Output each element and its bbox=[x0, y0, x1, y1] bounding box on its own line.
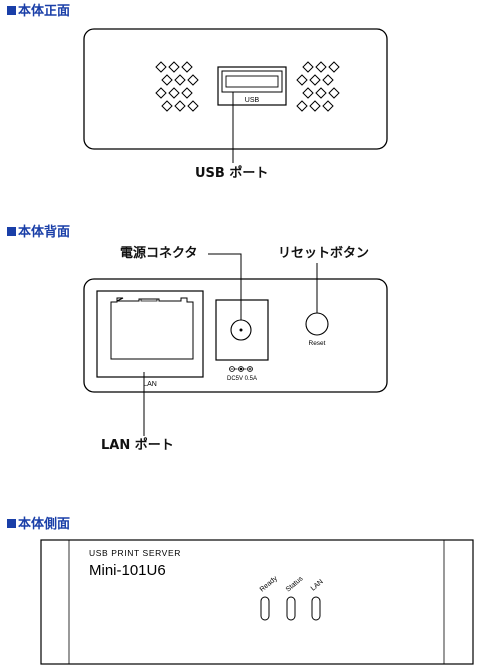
status-led bbox=[286, 596, 296, 621]
lan-port-label: LAN bbox=[143, 381, 157, 388]
usb-port-callout: USB ポート bbox=[195, 166, 269, 181]
back-section-title: 本体背面 bbox=[7, 225, 70, 241]
reset-button-callout: リセットボタン bbox=[278, 246, 370, 261]
led-indicators bbox=[260, 596, 321, 621]
square-bullet-icon bbox=[7, 6, 16, 15]
front-title-text: 本体正面 bbox=[18, 4, 71, 19]
square-bullet-icon bbox=[7, 519, 16, 528]
back-title-text: 本体背面 bbox=[18, 225, 71, 240]
left-vent-grille bbox=[155, 61, 199, 112]
brand-label: USB PRINT SERVER bbox=[89, 548, 181, 558]
reset-label: Reset bbox=[309, 340, 326, 347]
side-panel: USB PRINT SERVER Mini-101U6 Ready Status… bbox=[40, 539, 474, 665]
square-bullet-icon bbox=[7, 227, 16, 236]
ready-led bbox=[260, 596, 270, 621]
dc-input-label: DC5V 0.5A bbox=[227, 376, 257, 382]
power-connector: DC5V 0.5A bbox=[215, 299, 269, 382]
power-connector-callout: 電源コネクタ bbox=[120, 246, 198, 261]
reset-button: Reset bbox=[305, 312, 329, 347]
lan-led bbox=[311, 596, 321, 621]
front-section-title: 本体正面 bbox=[7, 4, 70, 20]
side-title-text: 本体側面 bbox=[18, 517, 71, 532]
model-name: Mini-101U6 bbox=[89, 562, 166, 579]
back-panel: LAN DC5V 0.5A Reset bbox=[83, 253, 388, 436]
usb-port: USB bbox=[217, 66, 287, 106]
side-section-title: 本体側面 bbox=[7, 517, 70, 533]
front-panel: USB bbox=[83, 28, 388, 163]
usb-port-label: USB bbox=[245, 97, 260, 104]
polarity-icon bbox=[229, 366, 253, 372]
lan-port-callout: LAN ポート bbox=[101, 438, 174, 453]
lan-port: LAN bbox=[96, 290, 204, 388]
power-leader-line bbox=[208, 253, 242, 320]
right-vent-grille bbox=[296, 61, 340, 112]
